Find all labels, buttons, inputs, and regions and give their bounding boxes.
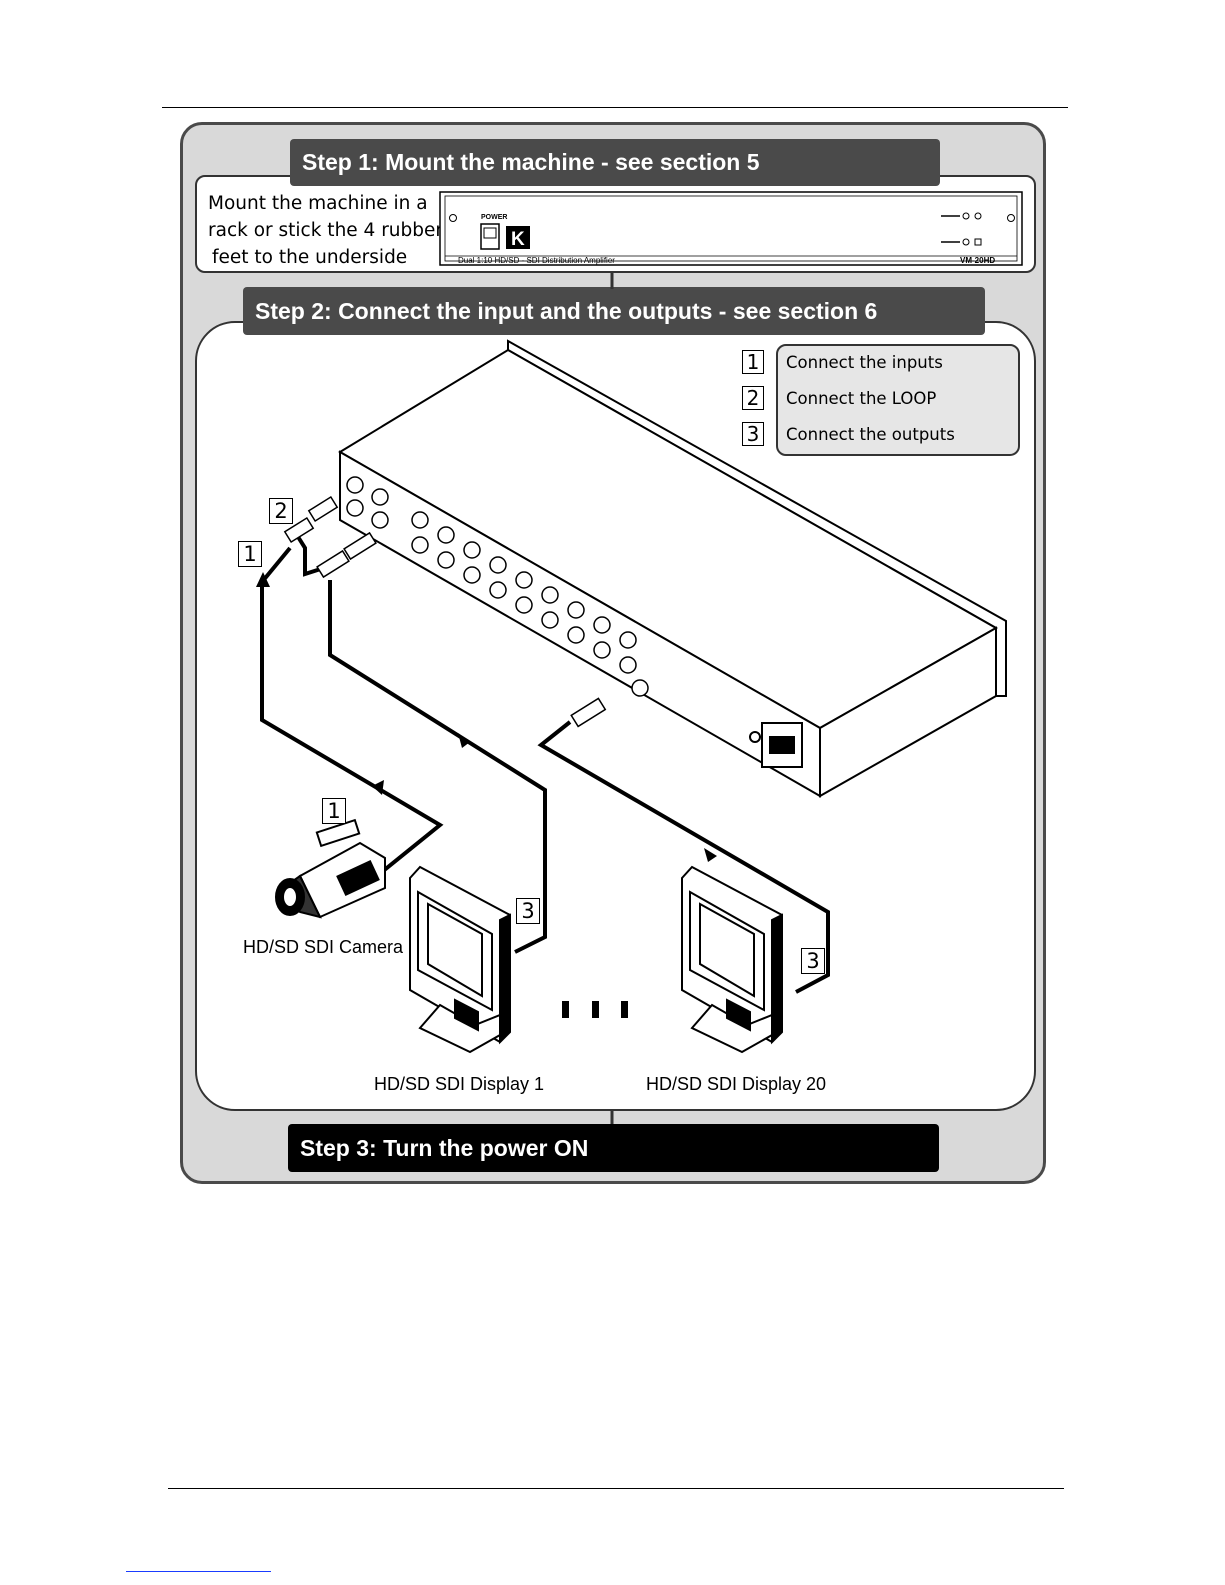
arrow-icon bbox=[256, 572, 270, 587]
callout-display-20: 3 bbox=[801, 948, 825, 974]
logo-letter: K bbox=[511, 229, 525, 250]
callout-camera: 1 bbox=[322, 798, 346, 824]
callout-input: 1 bbox=[238, 541, 262, 567]
bnc-plugs bbox=[283, 495, 607, 728]
machine-front-panel: POWER K Dual 1:10 HD/SD - SDI Distributi… bbox=[439, 191, 1023, 266]
legend-number: 3 bbox=[742, 422, 764, 446]
legend-box bbox=[776, 344, 1020, 456]
display-1-label: HD/SD SDI Display 1 bbox=[374, 1074, 545, 1094]
output-cable bbox=[537, 720, 830, 994]
cables bbox=[260, 530, 830, 994]
display-20-icon bbox=[681, 865, 783, 1054]
model-name: VM-20HD bbox=[960, 256, 995, 265]
jumper-cable bbox=[293, 530, 331, 577]
kramer-logo-icon bbox=[506, 226, 530, 249]
screw-icon bbox=[449, 214, 457, 222]
screw-icon bbox=[1007, 214, 1015, 222]
mount-line: feet to the underside bbox=[212, 247, 408, 268]
legend-item: 2 Connect the LOOP bbox=[742, 385, 936, 411]
input-cable bbox=[260, 546, 444, 882]
legend-number: 2 bbox=[742, 386, 764, 410]
legend-text: Connect the LOOP bbox=[786, 388, 937, 408]
legend-item: 3 Connect the outputs bbox=[742, 421, 955, 447]
arrow-icon bbox=[458, 733, 470, 748]
mount-line: Mount the machine in a bbox=[208, 193, 428, 214]
mount-instructions: Mount the machine in a rack or stick the… bbox=[208, 190, 444, 271]
link-underline[interactable] bbox=[126, 1571, 271, 1572]
arrow-icon bbox=[372, 780, 384, 795]
loop-cable bbox=[328, 580, 547, 954]
legend-item: 1 Connect the inputs bbox=[742, 349, 943, 375]
step1-title: Step 1: Mount the machine - see section … bbox=[290, 139, 940, 186]
distribution-amplifier bbox=[338, 339, 1007, 798]
power-label: POWER bbox=[481, 214, 507, 221]
display-20-label: HD/SD SDI Display 20 bbox=[646, 1074, 827, 1094]
legend-number: 1 bbox=[742, 350, 764, 374]
panel-description: Dual 1:10 HD/SD - SDI Distribution Ampli… bbox=[458, 256, 615, 265]
camera-icon bbox=[275, 818, 386, 919]
legend-text: Connect the outputs bbox=[786, 424, 955, 444]
mount-line: rack or stick the 4 rubber bbox=[208, 220, 444, 241]
step3-title: Step 3: Turn the power ON bbox=[288, 1124, 939, 1172]
display-1-icon bbox=[409, 865, 511, 1054]
camera-label: HD/SD SDI Camera bbox=[243, 937, 404, 957]
callout-loop: 2 bbox=[269, 498, 293, 524]
power-switch bbox=[480, 223, 500, 250]
legend-text: Connect the inputs bbox=[786, 352, 943, 372]
ellipsis-marks bbox=[562, 1001, 628, 1018]
callout-display-1: 3 bbox=[516, 898, 540, 924]
bottom-rule bbox=[168, 1488, 1064, 1489]
cable-arrows bbox=[256, 572, 717, 862]
step2-title: Step 2: Connect the input and the output… bbox=[243, 287, 985, 335]
arrow-icon bbox=[704, 848, 717, 862]
top-rule bbox=[162, 107, 1068, 108]
